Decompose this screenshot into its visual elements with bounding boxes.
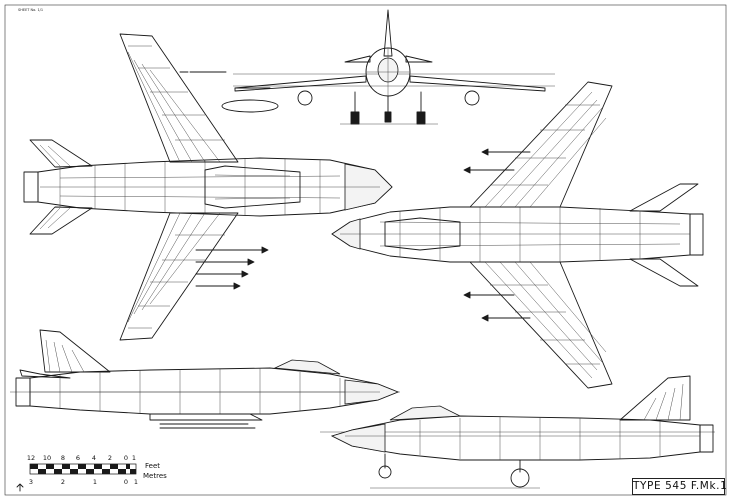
scale-metres-tick: 1 [93, 478, 97, 486]
scale-feet-tick: 1 [132, 454, 136, 462]
drawing-title: TYPE 545 F.Mk.1 [633, 480, 728, 492]
scale-bar: 12 10 8 6 4 2 0 1 Feet 3 2 1 0 1 Metres [27, 454, 167, 486]
scale-feet-tick: 10 [43, 454, 51, 462]
scale-metres-tick: 2 [61, 478, 65, 486]
scale-feet-tick: 8 [61, 454, 65, 462]
scale-feet-tick: 0 [124, 454, 128, 462]
title-block: TYPE 545 F.Mk.1 [632, 478, 728, 495]
plan-view-top [23, 33, 393, 341]
scale-metres-label: Metres [143, 472, 167, 480]
scale-feet-tick: 2 [108, 454, 112, 462]
sheet-tag: SHEET No. 1/1 [18, 8, 44, 12]
scale-metres-tick: 0 [124, 478, 128, 486]
scale-metres-tick: 3 [29, 478, 33, 486]
scale-feet-tick: 6 [76, 454, 80, 462]
side-view-starboard [320, 375, 715, 489]
reference-mark-icon [16, 483, 24, 492]
scale-feet-tick: 12 [27, 454, 35, 462]
scale-feet-label: Feet [145, 462, 160, 470]
scale-metres-tick: 1 [134, 478, 138, 486]
plan-view-underside [331, 81, 704, 389]
drawing-border [4, 4, 727, 496]
side-view-port [10, 329, 400, 429]
front-view [233, 9, 555, 125]
scale-feet-tick: 4 [92, 454, 96, 462]
